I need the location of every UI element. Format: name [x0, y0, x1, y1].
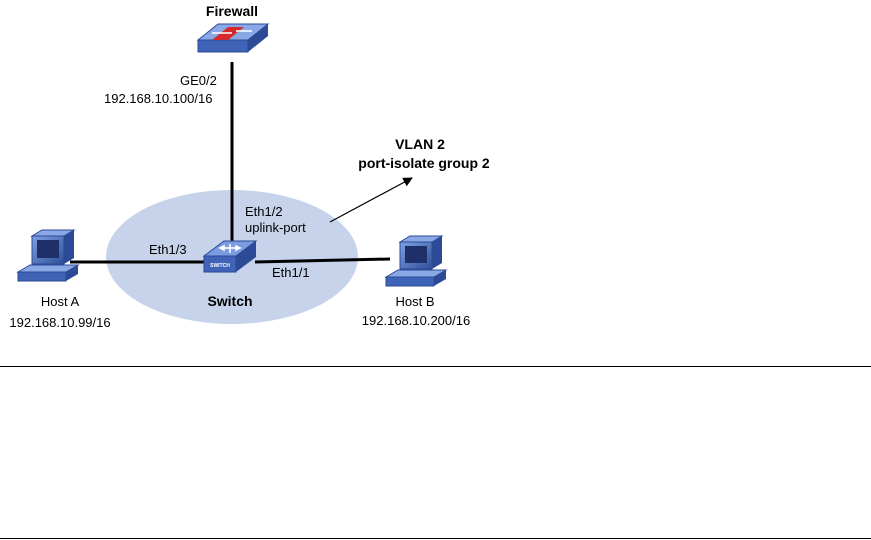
- firewall-ip-label: 192.168.10.100/16: [104, 91, 212, 106]
- host-a-label: Host A: [41, 294, 80, 309]
- uplink-role-label: uplink-port: [245, 220, 306, 235]
- pc-icon: [384, 235, 448, 287]
- callout-arrow: [329, 177, 413, 223]
- host-a-ip-label: 192.168.10.99/16: [9, 315, 110, 330]
- divider-top: [0, 366, 871, 367]
- firewall-label: Firewall: [206, 3, 258, 19]
- host-b-label: Host B: [395, 294, 434, 309]
- switch-badge: SWITCH: [210, 263, 230, 269]
- firewall-icon: [196, 23, 270, 53]
- callout-group: port-isolate group 2: [358, 155, 490, 171]
- callout-vlan: VLAN 2: [395, 136, 445, 152]
- host-b-port-label: Eth1/1: [272, 265, 310, 280]
- host-b-ip-label: 192.168.10.200/16: [362, 313, 470, 328]
- switch-label: Switch: [207, 293, 252, 309]
- divider-bottom: [0, 538, 871, 539]
- host-a-port-label: Eth1/3: [149, 242, 187, 257]
- uplink-port-label: Eth1/2: [245, 204, 283, 219]
- link-switch-hostb: [254, 257, 391, 264]
- switch-icon: SWITCH: [202, 240, 258, 273]
- firewall-port-label: GE0/2: [180, 73, 217, 88]
- pc-icon: [16, 229, 80, 282]
